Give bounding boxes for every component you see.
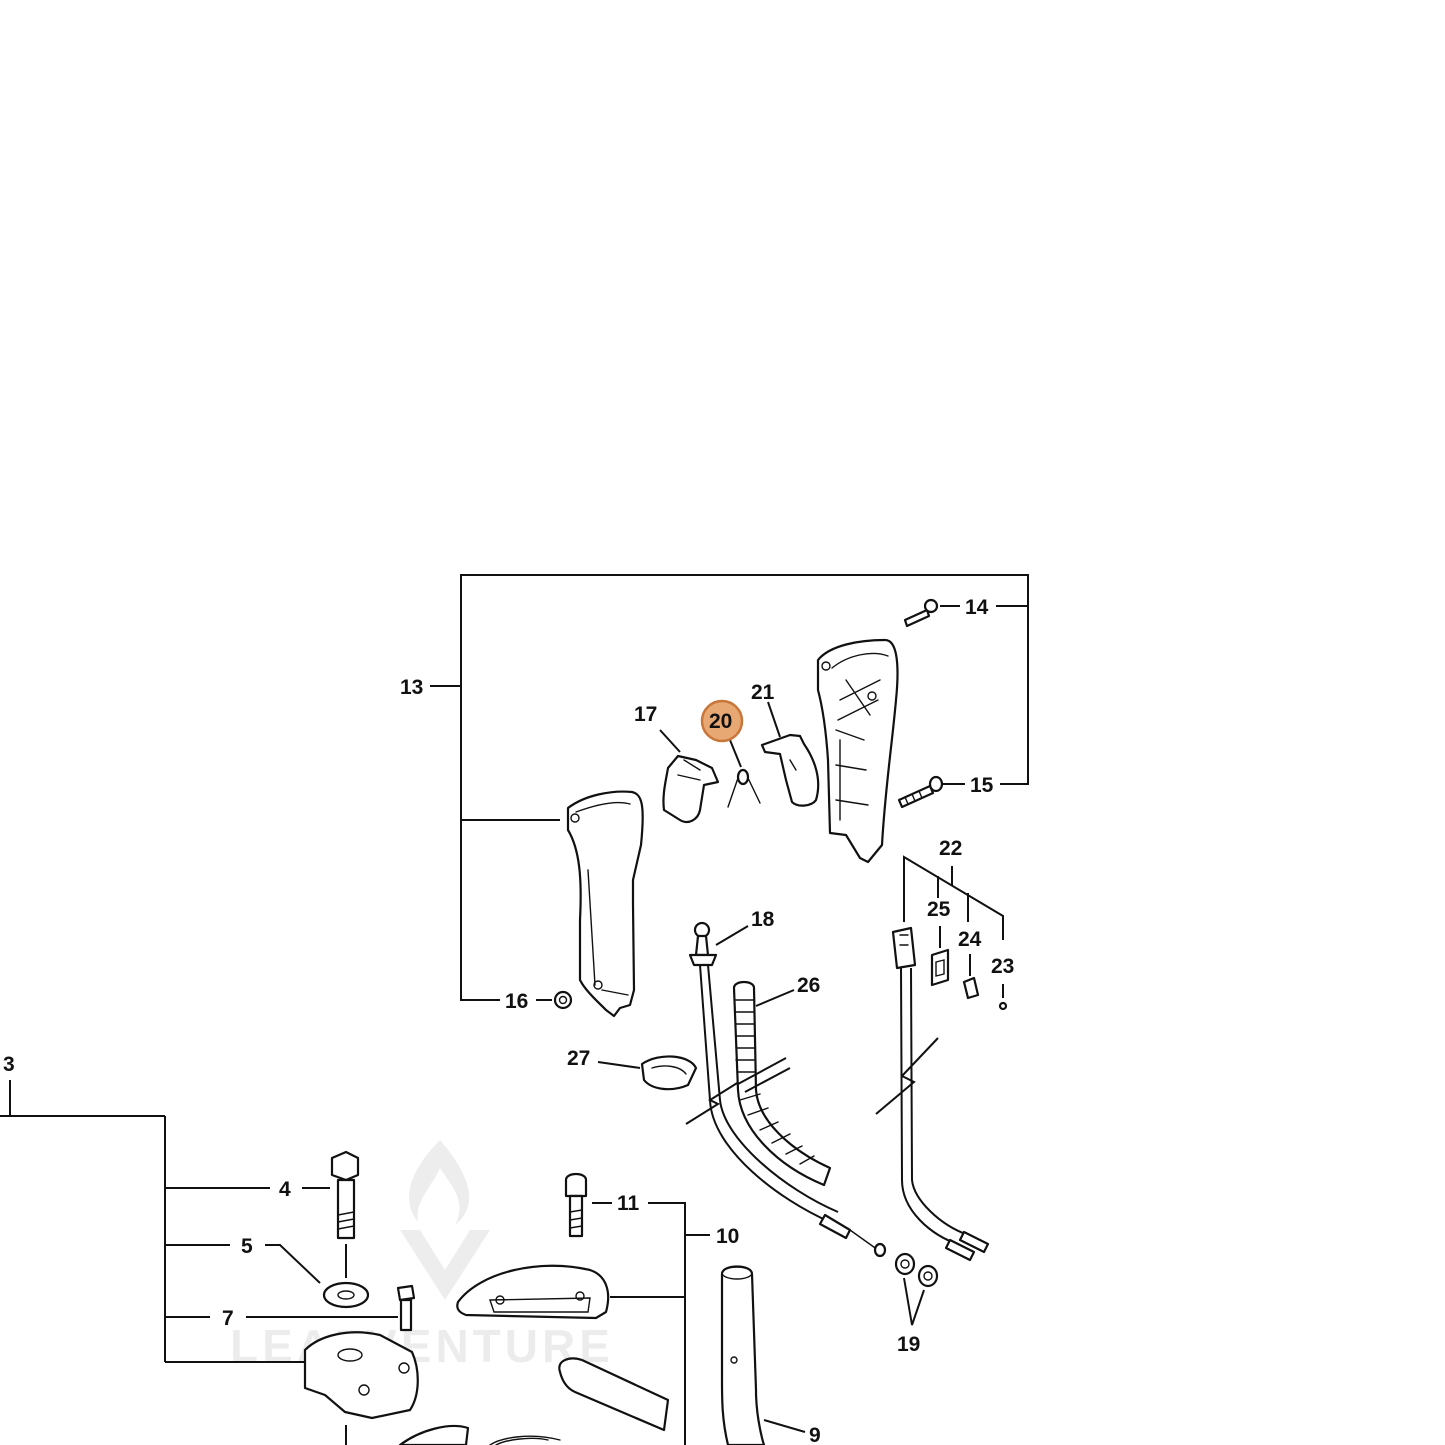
clamp-cap	[456, 1264, 610, 1320]
nut-16	[553, 990, 573, 1010]
plate-25	[930, 948, 950, 987]
bracket-3	[0, 1080, 398, 1363]
clip-27	[640, 1055, 698, 1091]
part-labels: 3 4 5 7 9 10 11 13 14 15 16 17 18 19 20 …	[3, 596, 1014, 1445]
label-3: 3	[3, 1053, 15, 1076]
label-26: 26	[797, 974, 820, 997]
label-16: 16	[505, 990, 528, 1013]
tube-9	[720, 1265, 766, 1445]
lever-17	[662, 754, 720, 824]
label-25: 25	[927, 898, 951, 921]
highlight-circle-20	[700, 699, 744, 743]
label-17: 17	[634, 703, 657, 726]
label-14: 14	[965, 596, 989, 619]
label-7: 7	[222, 1307, 234, 1330]
label-13: 13	[400, 676, 423, 699]
label-10: 10	[716, 1225, 739, 1248]
label-24: 24	[958, 928, 982, 951]
throttle-cable-18	[688, 921, 887, 1258]
label-9: 9	[809, 1424, 821, 1445]
label-27: 27	[567, 1047, 590, 1070]
washer-5	[322, 1281, 370, 1309]
label-20: 20	[709, 710, 732, 733]
screw-7	[396, 1284, 416, 1332]
watermark: LEAFVENTURE	[230, 1140, 614, 1372]
label-5: 5	[241, 1235, 253, 1258]
label-4: 4	[279, 1178, 291, 1201]
label-19: 19	[897, 1333, 920, 1356]
conduit-26	[732, 980, 832, 1187]
wire-harness-22	[891, 855, 1004, 1262]
handle-half-left	[566, 790, 644, 1018]
screw-14	[903, 598, 939, 628]
screw-15	[897, 775, 944, 809]
label-18: 18	[751, 908, 775, 931]
handlebar-tube	[398, 1357, 670, 1445]
spring-20	[727, 768, 761, 808]
clamp-base	[303, 1331, 419, 1420]
handle-half-right	[816, 638, 899, 864]
label-23: 23	[991, 955, 1014, 978]
trigger-21	[760, 733, 820, 807]
label-11: 11	[617, 1192, 640, 1215]
screw-23	[998, 1001, 1008, 1011]
bolt-4	[330, 1150, 360, 1240]
nuts-19	[894, 1252, 939, 1288]
v-logo-icon	[400, 1230, 490, 1300]
label-15: 15	[970, 774, 994, 797]
label-22: 22	[939, 837, 962, 860]
label-21: 21	[751, 681, 775, 704]
watermark-text: LEAFVENTURE	[230, 1320, 614, 1372]
block-24	[962, 976, 980, 1000]
bracket-13	[430, 574, 1029, 1001]
screw-11	[564, 1172, 588, 1238]
flame-icon	[409, 1140, 470, 1225]
